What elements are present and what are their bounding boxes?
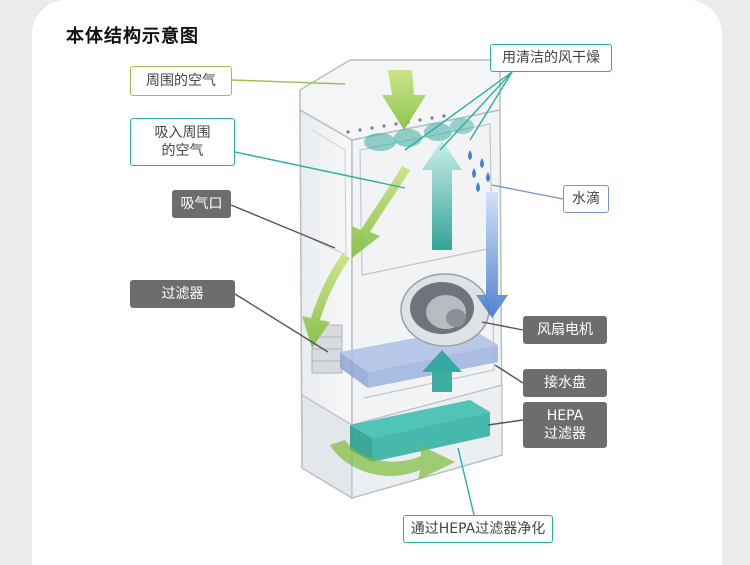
- air-inlet-label: 吸气口: [172, 190, 231, 218]
- leader-lines: [230, 71, 564, 516]
- hepa-purify-label: 通过HEPA过滤器净化: [403, 515, 553, 543]
- air-intake-label: 吸入周围 的空气: [130, 118, 235, 166]
- ambient-air-label: 周围的空气: [130, 66, 232, 96]
- fan-motor: [400, 273, 490, 347]
- ambient-air-arrows: [302, 70, 455, 480]
- water-flow-arrow: [476, 192, 508, 318]
- drip-tray-label: 接水盘: [523, 369, 607, 397]
- hepa-filter-label: HEPA 过滤器: [523, 402, 607, 448]
- clean-air-dry-label: 用清洁的风干燥: [490, 44, 612, 72]
- fan-motor-label: 风扇电机: [523, 316, 607, 344]
- page-title: 本体结构示意图: [66, 26, 199, 47]
- water-drops: [468, 150, 490, 192]
- filter-label: 过滤器: [130, 280, 235, 308]
- unit-body: [299, 59, 503, 500]
- water-drops-label: 水滴: [563, 185, 609, 213]
